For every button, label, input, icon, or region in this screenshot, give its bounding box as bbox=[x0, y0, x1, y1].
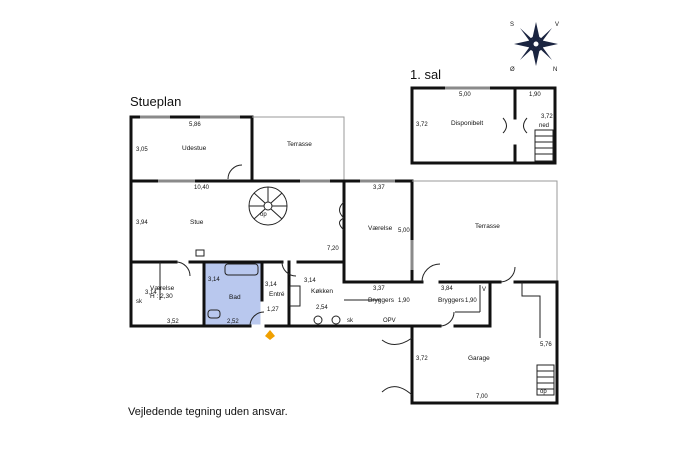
room-bryggers-1: Bryggers bbox=[368, 297, 395, 304]
stove-fireplace-icon bbox=[195, 249, 205, 257]
room-garage: Garage bbox=[468, 355, 490, 362]
stair-ned-icon bbox=[534, 129, 554, 162]
garage-stair-icon bbox=[521, 282, 555, 396]
dim-udestue-w: 5,86 bbox=[189, 122, 201, 128]
room-udestue: Udestue bbox=[182, 145, 207, 152]
dim-stair-w: 1,90 bbox=[529, 92, 541, 98]
upper-floor-title: 1. sal bbox=[410, 67, 441, 82]
room-entre: Entré bbox=[269, 291, 285, 298]
room-terrasse-top: Terrasse bbox=[287, 141, 312, 148]
dim-disp-w: 5,00 bbox=[459, 92, 471, 98]
dim-vaerl-w: 3,52 bbox=[167, 319, 179, 325]
ground-floor: Udestue Terrasse Stue Værelse Terrasse V… bbox=[129, 115, 559, 405]
spiral-stair-icon bbox=[248, 186, 288, 226]
stove-icon bbox=[289, 285, 301, 307]
room-disponibelt: Disponibelt bbox=[451, 120, 483, 127]
dim-bad-h: 3,14 bbox=[208, 277, 220, 283]
label-sk-2: sk bbox=[347, 318, 354, 324]
dim-bad-w: 2,52 bbox=[227, 319, 239, 325]
room-vaerelse-left: Værelse bbox=[150, 285, 175, 292]
dim-entre-w: 1,27 bbox=[267, 307, 279, 313]
dim-disp-h: 3,72 bbox=[416, 122, 428, 128]
room-bad: Bad bbox=[229, 294, 241, 301]
room-stue: Stue bbox=[190, 219, 204, 226]
dim-bryg2-w: 3,84 bbox=[441, 286, 453, 292]
dim-stair-h: 3,72 bbox=[541, 114, 553, 120]
label-ned: ned bbox=[539, 123, 549, 129]
dim-stue-w: 10,40 bbox=[194, 185, 210, 191]
dim-vaer-w: 3,37 bbox=[373, 185, 385, 191]
dim-bryg1-w: 3,37 bbox=[373, 286, 385, 292]
ground-floor-title: Stueplan bbox=[130, 94, 181, 109]
room-koekken: Køkken bbox=[311, 288, 333, 295]
dim-udestue-h: 3,05 bbox=[136, 147, 148, 153]
compass-s: S bbox=[510, 22, 514, 28]
label-op-2: op bbox=[540, 389, 547, 395]
sink-icon bbox=[313, 315, 323, 325]
dim-vaer-len: 7,20 bbox=[327, 246, 339, 252]
room-vaerelse-left-height: H : 2,30 bbox=[150, 293, 173, 300]
dim-bryg2-h: 1,90 bbox=[465, 298, 477, 304]
label-v: V bbox=[482, 287, 486, 293]
bathtub-icon bbox=[224, 263, 259, 276]
dim-koek-h: 3,14 bbox=[304, 278, 316, 284]
dim-stue-h: 3,94 bbox=[136, 220, 148, 226]
dim-bryg1-h: 1,90 bbox=[398, 298, 410, 304]
dim-koek-w: 2,54 bbox=[316, 305, 328, 311]
compass-v: V bbox=[555, 22, 559, 28]
label-sk-1: sk bbox=[136, 299, 143, 305]
dim-vaerl-h: 3,14 bbox=[145, 290, 157, 296]
compass-n: N bbox=[553, 67, 557, 73]
room-bryggers-2: Bryggers bbox=[438, 297, 465, 304]
entrance-arrow-icon bbox=[265, 330, 275, 340]
compass-rose-icon: S V Ø N bbox=[510, 22, 559, 73]
dim-garage-h: 3,72 bbox=[416, 356, 428, 362]
upper-floor: Disponibelt 5,00 3,72 1,90 3,72 ned bbox=[410, 86, 557, 165]
label-op-1: op bbox=[260, 212, 267, 218]
toilet-icon bbox=[207, 309, 221, 319]
sink2-icon bbox=[331, 315, 341, 325]
dim-garage-r: 5,76 bbox=[540, 342, 552, 348]
compass-o: Ø bbox=[510, 67, 515, 73]
label-opv: OPV bbox=[383, 318, 396, 324]
dim-garage-w: 7,00 bbox=[476, 394, 488, 400]
room-vaerelse-right: Værelse bbox=[368, 225, 393, 232]
disclaimer-text: Vejledende tegning uden ansvar. bbox=[128, 406, 288, 418]
room-terrasse-right: Terrasse bbox=[475, 223, 500, 230]
dim-vaer-h: 5,00 bbox=[398, 228, 410, 234]
dim-entre-h: 3,14 bbox=[265, 282, 277, 288]
